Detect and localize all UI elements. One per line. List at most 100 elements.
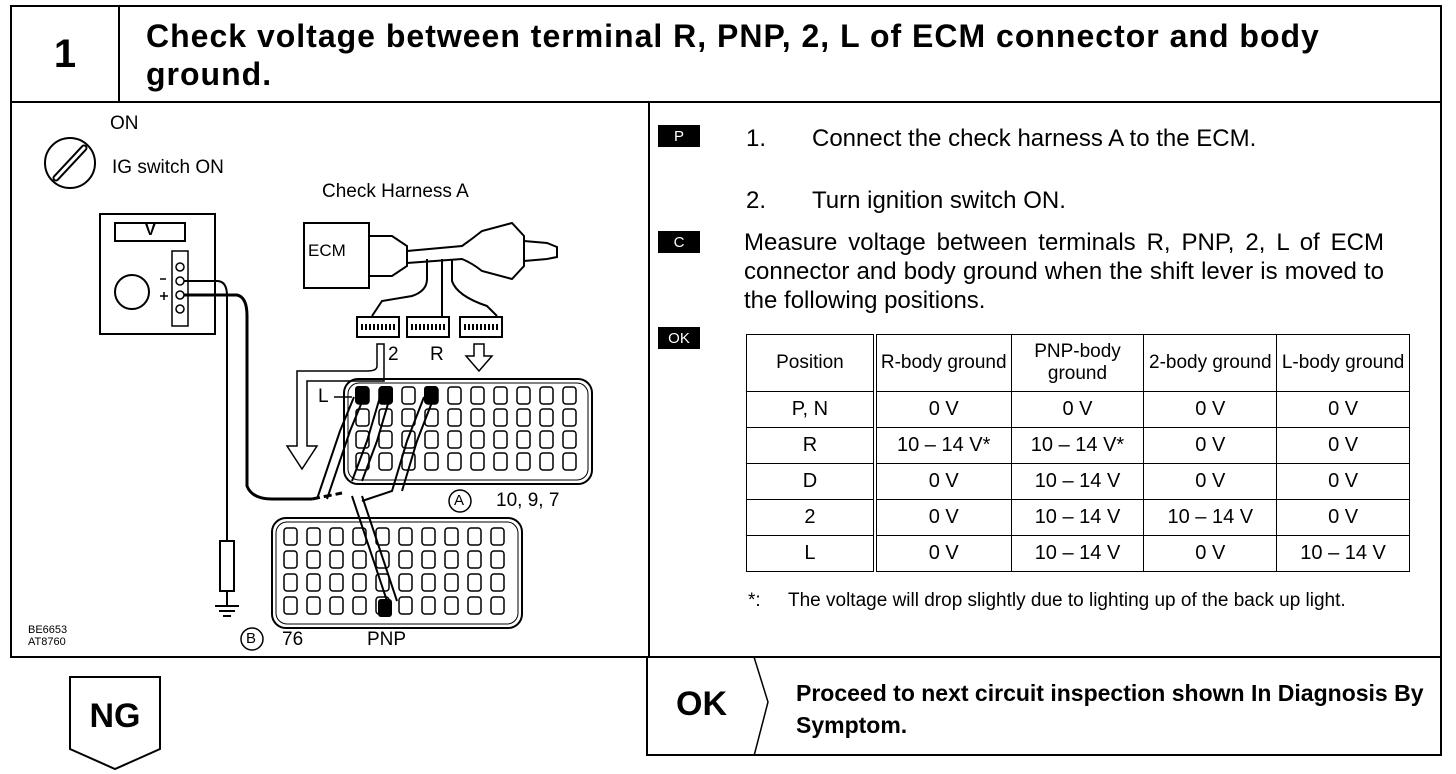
connector-a-pin xyxy=(493,452,508,471)
step-number: 1 xyxy=(12,7,120,101)
connector-a-pin xyxy=(539,430,554,449)
connector-b-pin: 76 xyxy=(282,629,304,650)
cell-position: R xyxy=(745,427,877,464)
connector-a-pin xyxy=(447,408,462,427)
step1-number: 1. xyxy=(746,125,767,152)
connector-a-pin xyxy=(447,386,462,405)
harness-connectors xyxy=(356,316,503,338)
connector-a-pin xyxy=(470,430,485,449)
connector-a-pin xyxy=(539,386,554,405)
connector-b-pin xyxy=(306,573,321,592)
figure-code-1: BE6653 xyxy=(28,624,68,636)
connector-a-pin xyxy=(562,408,577,427)
pnp-label: PNP xyxy=(367,629,407,650)
connector-b-pin xyxy=(283,573,298,592)
connector-b-pin xyxy=(421,596,436,615)
table-row: L 0 V 10 – 14 V 0 V 10 – 14 V xyxy=(745,535,1410,572)
cell-l: 0 V xyxy=(1276,463,1410,500)
cell-l: 0 V xyxy=(1276,427,1410,464)
connector-b-pin xyxy=(421,573,436,592)
connector-b-pin xyxy=(306,596,321,615)
connector-a-pin xyxy=(470,452,485,471)
step2-number: 2. xyxy=(746,187,767,214)
connector-b-pin xyxy=(398,596,413,615)
connector-b-pin xyxy=(283,550,298,569)
cell-l: 10 – 14 V xyxy=(1276,535,1410,572)
connector-a-pin xyxy=(470,408,485,427)
cell-r: 0 V xyxy=(874,499,1012,536)
ok-chevron-divider xyxy=(753,657,769,756)
connector-a-pin xyxy=(424,452,439,471)
connector-a-pin xyxy=(401,408,416,427)
cell-r: 0 V xyxy=(874,535,1012,572)
connector-a-pin xyxy=(493,430,508,449)
connector-a-pin xyxy=(447,452,462,471)
connector-a-pin xyxy=(493,386,508,405)
connector-b-pin xyxy=(398,573,413,592)
connector-a-pin xyxy=(470,386,485,405)
connector-b-pin xyxy=(352,573,367,592)
ng-pointer-shape xyxy=(69,676,161,771)
step1-text: Connect the check harness A to the ECM. xyxy=(812,125,1257,152)
cell-2: 0 V xyxy=(1143,463,1278,500)
pin-r-label: R xyxy=(430,344,444,365)
connector-b-pin xyxy=(329,550,344,569)
table-header-row: Position R-body ground PNP-body ground 2… xyxy=(745,334,1410,392)
ng-label: NG xyxy=(89,697,141,735)
connector-b-pin xyxy=(421,550,436,569)
voltmeter-icon xyxy=(99,213,216,335)
harness-label: Check Harness A xyxy=(322,181,469,202)
connector-b-pin xyxy=(467,596,482,615)
ok-label: OK xyxy=(676,685,727,723)
cell-l: 0 V xyxy=(1276,391,1410,428)
connector-a-pins: 10, 9, 7 xyxy=(496,490,560,511)
pin-l-label: L xyxy=(318,386,329,407)
check-badge: C xyxy=(658,231,700,253)
connector-a-pin xyxy=(516,430,531,449)
step-body: ON IG switch ON Check Harness A ECM V 2 … xyxy=(10,101,1442,658)
connector-b-pin xyxy=(329,527,344,546)
pin-2-label: 2 xyxy=(388,344,399,365)
cell-pnp: 10 – 14 V* xyxy=(1010,427,1145,464)
header-pnp-body: PNP-body ground xyxy=(1010,334,1145,392)
connector-a-pin xyxy=(424,430,439,449)
cell-position: D xyxy=(745,463,877,500)
ig-switch-icon xyxy=(44,137,96,189)
connector-b-pin xyxy=(306,527,321,546)
connector-b-pin xyxy=(283,527,298,546)
figure-code-2: AT8760 xyxy=(28,636,66,648)
connector-b-pin xyxy=(352,596,367,615)
connector-b-pin xyxy=(490,527,505,546)
connector-b-pin xyxy=(283,596,298,615)
connector-b-pin xyxy=(490,550,505,569)
column-divider xyxy=(648,101,650,658)
connector-b xyxy=(271,517,523,629)
header-position: Position xyxy=(745,334,877,392)
cell-pnp: 10 – 14 V xyxy=(1010,499,1145,536)
cell-pnp: 10 – 14 V xyxy=(1010,463,1145,500)
connector-b-pin xyxy=(467,527,482,546)
connector-b-pin xyxy=(329,596,344,615)
cell-pnp: 10 – 14 V xyxy=(1010,535,1145,572)
connector-a-letter: A xyxy=(454,492,465,509)
table-row: R 10 – 14 V* 10 – 14 V* 0 V 0 V xyxy=(745,427,1410,464)
ok-badge: OK xyxy=(658,327,700,349)
connector-a-pin xyxy=(516,452,531,471)
cell-2: 10 – 14 V xyxy=(1143,499,1278,536)
cell-position: P, N xyxy=(745,391,877,428)
step-header: 1 Check voltage between terminal R, PNP,… xyxy=(10,5,1442,103)
connector-b-pin xyxy=(352,550,367,569)
cell-position: 2 xyxy=(745,499,877,536)
prep-badge: P xyxy=(658,125,700,147)
table-row: 2 0 V 10 – 14 V 10 – 14 V 0 V xyxy=(745,499,1410,536)
note-marker: *: xyxy=(748,590,761,611)
connector-a-pin xyxy=(447,430,462,449)
connector-a-pin xyxy=(401,386,416,405)
ok-result: OK Proceed to next circuit inspection sh… xyxy=(646,657,1442,756)
connector-b-pin xyxy=(467,550,482,569)
connector-b-pin xyxy=(490,596,505,615)
connector-b-pin xyxy=(329,573,344,592)
connector-b-pin xyxy=(490,573,505,592)
connector-a-pin xyxy=(539,452,554,471)
ng-result: NG xyxy=(68,675,162,771)
